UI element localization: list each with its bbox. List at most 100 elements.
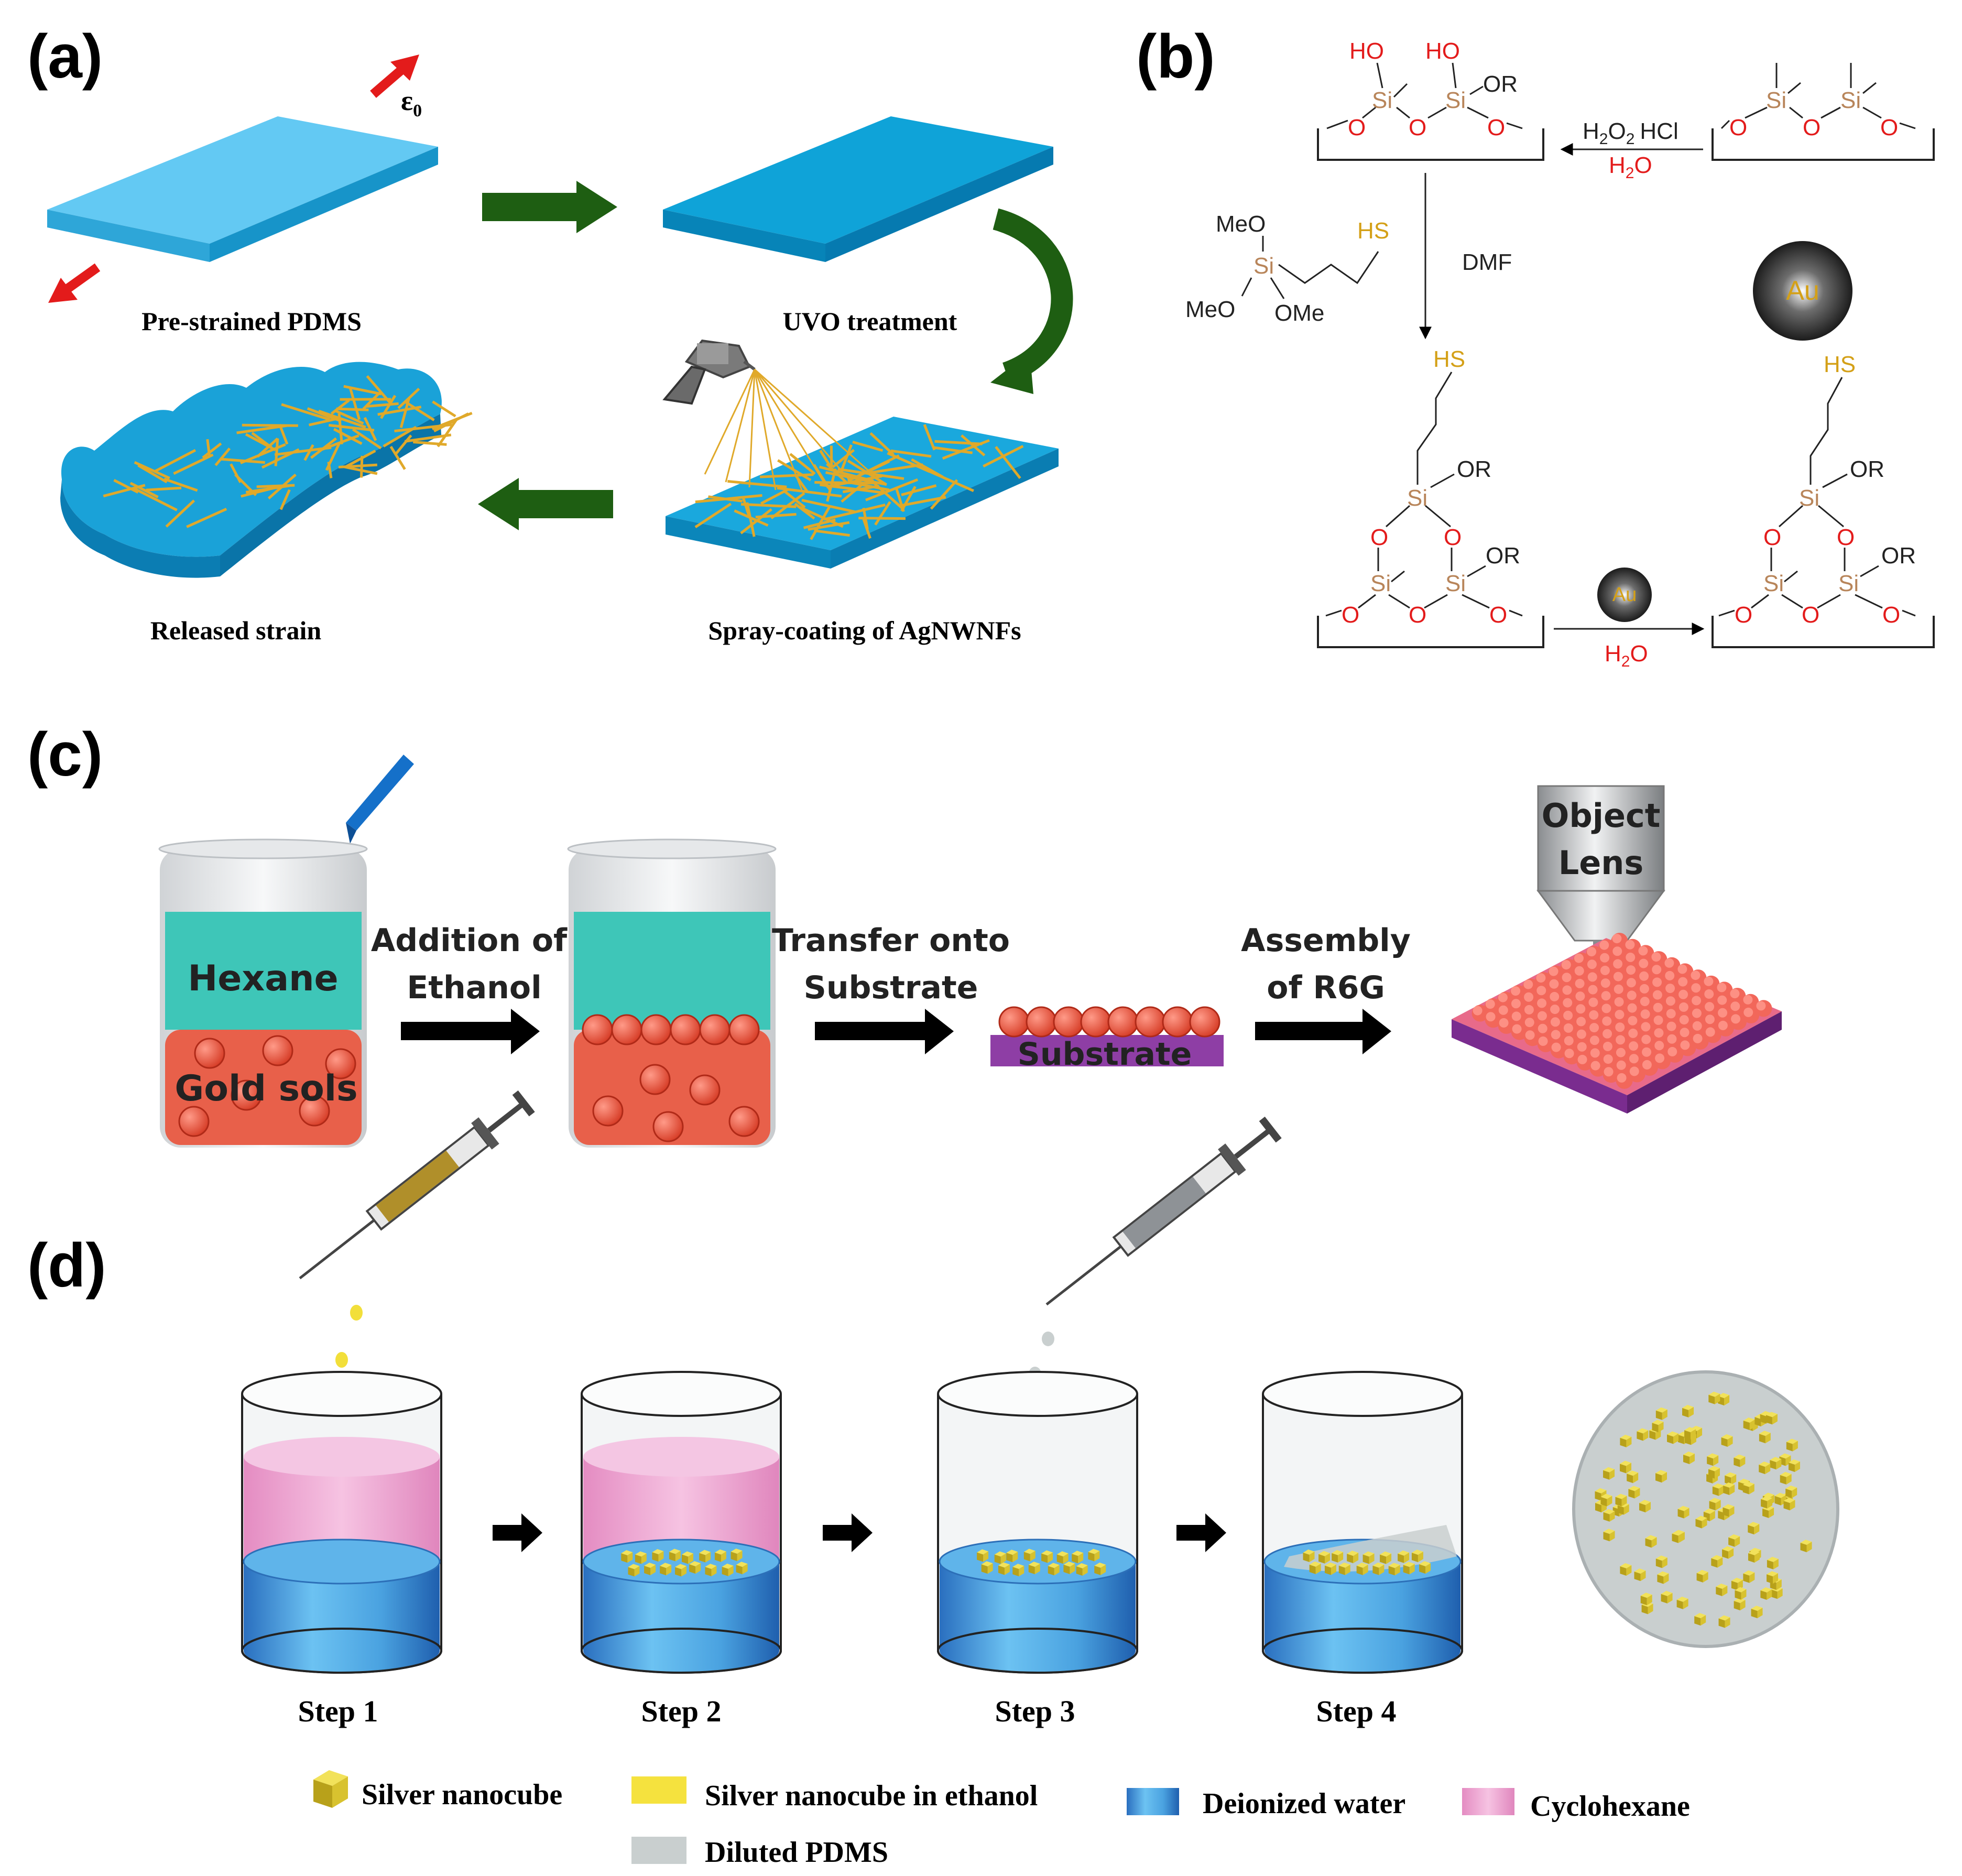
atom-o: O (1370, 525, 1388, 550)
mercaptopropyl-silane: MeO Si MeO OMe HS (1185, 211, 1389, 326)
label-addition-of: Addition of (371, 922, 568, 959)
nanowire (789, 453, 816, 475)
nanowire (281, 403, 330, 421)
atom-o: O (1729, 115, 1747, 140)
nanowire (202, 442, 222, 459)
nanowire (146, 486, 182, 492)
label-step-3: Step 3 (995, 1694, 1075, 1728)
spray-coated-slab (666, 417, 1059, 569)
atom-o: O (1880, 115, 1898, 140)
nanowire (214, 448, 231, 466)
nanowire (413, 440, 447, 446)
atom-si: Si (1254, 253, 1274, 279)
nanowire (901, 484, 937, 496)
nanowire (242, 423, 298, 427)
legend-swatch-water (1127, 1788, 1179, 1815)
nanowire (345, 450, 376, 468)
hydroxylated-surface: O Si O Si O HO HO OR (1317, 38, 1544, 161)
nanowire (404, 433, 452, 443)
group-or: OR (1483, 71, 1518, 97)
label-ethanol: Ethanol (407, 969, 541, 1006)
nanowire (867, 463, 923, 475)
label-pre-strained-pdms: Pre-strained PDMS (141, 307, 362, 336)
atom-o: O (1409, 115, 1426, 140)
released-strain-slab (60, 362, 473, 578)
black-arrow-2 (815, 1009, 954, 1054)
nanowire (363, 417, 377, 441)
nanowire (934, 440, 983, 445)
green-curved-arrow (993, 208, 1073, 384)
nanowire (366, 375, 393, 406)
strain-arrow-bottom (48, 263, 101, 303)
nanowire (399, 397, 411, 428)
strain-symbol: ε0 (401, 85, 422, 121)
reagent-water-top: H2O (1609, 152, 1652, 182)
label-substrate-arrow: Substrate (804, 969, 978, 1006)
nanowire (173, 453, 214, 475)
pre-strained-pdms-slab (47, 116, 438, 262)
nanowire (359, 455, 364, 478)
group-meo: MeO (1185, 297, 1235, 322)
atom-o: O (1882, 602, 1900, 628)
nanowire (995, 446, 1021, 479)
silver-nanowires-released (103, 375, 473, 528)
label-released-strain: Released strain (150, 616, 322, 645)
atom-si: Si (1372, 88, 1392, 113)
atom-o: O (1837, 525, 1855, 550)
group-or: OR (1881, 543, 1916, 569)
atom-o: O (1487, 115, 1505, 140)
nanowire (899, 496, 946, 507)
nanowire (256, 437, 279, 458)
nanowire (810, 506, 831, 540)
label-lens: Lens (1558, 844, 1644, 882)
atom-o: O (1342, 602, 1359, 628)
monolayer-gold-particle (998, 1006, 1030, 1038)
group-or: OR (1486, 543, 1520, 569)
nanowire (220, 457, 265, 464)
nanowire (206, 439, 211, 457)
label-au: Au (1612, 584, 1637, 606)
monolayer-gold-particle (1189, 1006, 1220, 1038)
nanowire (362, 392, 380, 410)
panel-d-label: (d) (27, 1231, 106, 1300)
atom-si: Si (1766, 88, 1786, 113)
legend-swatch-nanocube-ethanol (631, 1776, 686, 1804)
nanowire (801, 498, 856, 514)
nanowire (842, 485, 880, 494)
green-arrow-left (478, 478, 613, 530)
nanowire (746, 502, 756, 537)
nanowire (826, 463, 848, 484)
beaker-interface-assembly (567, 838, 777, 1148)
nanowire (103, 484, 146, 498)
nanowire (826, 475, 882, 488)
interface-gold-particle (640, 1014, 672, 1045)
nanowire (911, 458, 944, 478)
atom-o: O (1763, 525, 1781, 550)
panel-c-label: (c) (27, 720, 103, 789)
nanowire (433, 412, 469, 432)
nanowire (333, 428, 363, 445)
nanowire (154, 449, 197, 473)
step-arrow-1 (493, 1513, 542, 1552)
nanowire (137, 464, 168, 484)
nanocube-pdms-film (1572, 1370, 1839, 1648)
silver-nanowires-spray (694, 424, 1024, 540)
group-or: OR (1457, 456, 1491, 482)
atom-si: Si (1763, 571, 1784, 596)
atom-o: O (1348, 115, 1366, 140)
nanowire (279, 489, 291, 510)
legend: Silver nanocube Silver nanocube in ethan… (313, 1770, 1690, 1869)
atom-o: O (1803, 115, 1821, 140)
legend-swatch-cyclohexane (1462, 1788, 1514, 1815)
atom-si: Si (1838, 571, 1859, 596)
uvo-treated-slab (663, 116, 1053, 262)
nanowire (352, 428, 382, 450)
nanowire (740, 503, 797, 508)
beaker-step-1 (241, 1371, 442, 1674)
monolayer-gold-particle (1080, 1006, 1111, 1038)
nanowire (694, 503, 732, 528)
gold-nanoparticle-small: Au (1597, 568, 1652, 622)
monolayer-gold-particle (1135, 1006, 1166, 1038)
beaker-step-2 (581, 1371, 782, 1674)
nanowire (942, 439, 990, 460)
